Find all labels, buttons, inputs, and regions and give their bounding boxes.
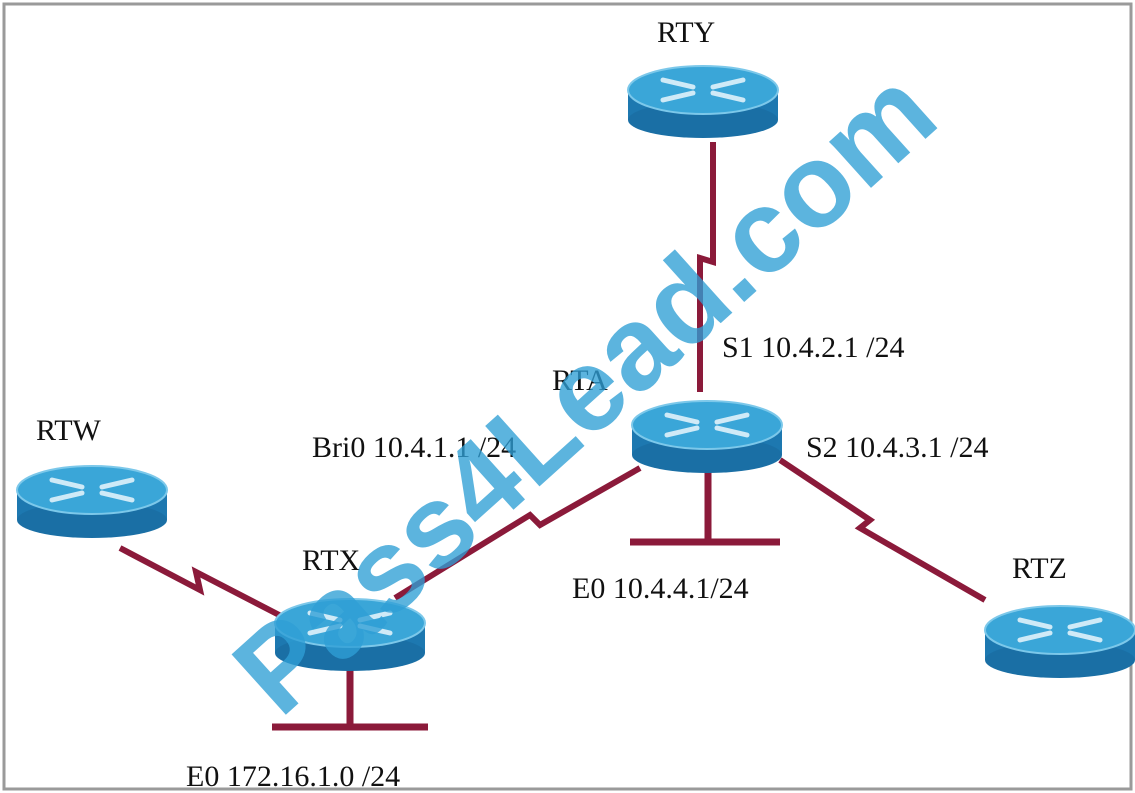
- router-icon: [985, 606, 1135, 678]
- watermark-text: Pass4Lead.com: [209, 44, 960, 739]
- ethernet-segments: [272, 470, 780, 731]
- router-label-rtx: RTX: [302, 544, 361, 577]
- interface-label-rta-bri0: Bri0 10.4.1.1 /24: [312, 431, 516, 464]
- serial-link-rty-rta: [697, 142, 716, 392]
- router-icon: [628, 66, 778, 138]
- bri-link-rtx-rta: [393, 465, 642, 601]
- router-label-rta: RTA: [552, 364, 608, 397]
- interface-label-rta-s2: S2 10.4.3.1 /24: [806, 431, 989, 464]
- router-rtw: [17, 466, 167, 538]
- interface-label-rta-e0: E0 10.4.4.1/24: [572, 572, 749, 605]
- interface-label-rtx-e0: E0 172.16.1.0 /24: [186, 760, 400, 793]
- router-icon: [17, 466, 167, 538]
- router-rty: [628, 66, 778, 138]
- router-label-rty: RTY: [657, 16, 715, 49]
- router-label-rtw: RTW: [36, 414, 102, 447]
- links: [118, 142, 987, 621]
- router-label-rtz: RTZ: [1012, 552, 1067, 585]
- serial-link-rta-rtz: [778, 457, 987, 603]
- interface-label-rta-s1: S1 10.4.2.1 /24: [722, 331, 905, 364]
- router-rtz: [985, 606, 1135, 678]
- serial-link-rtw-rtx: [118, 545, 287, 621]
